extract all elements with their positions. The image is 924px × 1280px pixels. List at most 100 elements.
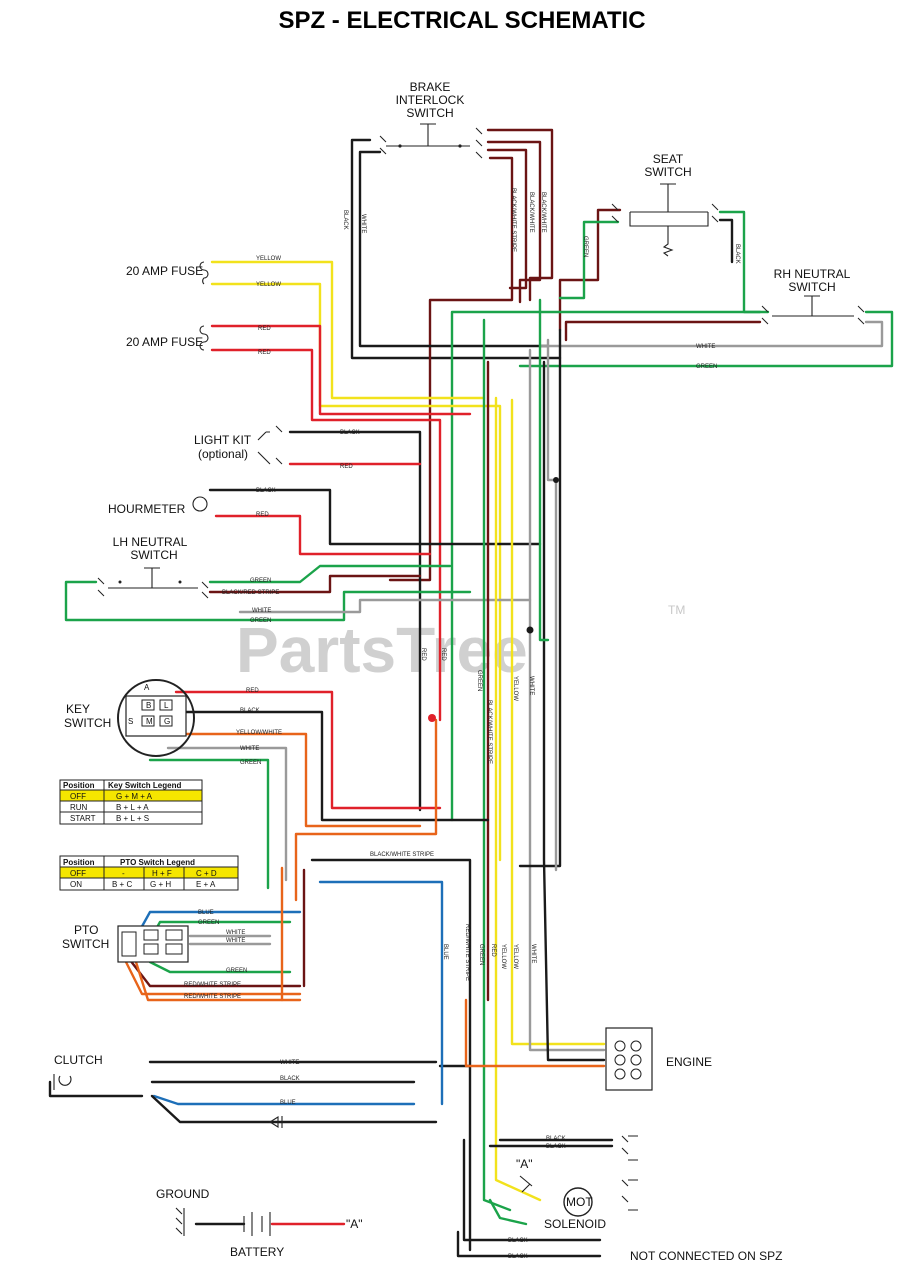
connector-marks [97, 127, 865, 599]
svg-text:WHITE: WHITE [528, 676, 534, 695]
svg-text:GREEN: GREEN [478, 944, 484, 965]
svg-text:20 AMP FUSE: 20 AMP FUSE [126, 264, 203, 278]
fuse-20amp-1: 20 AMP FUSE [126, 261, 209, 285]
svg-text:INTERLOCK: INTERLOCK [396, 93, 465, 107]
svg-text:YELLOW: YELLOW [512, 944, 518, 969]
svg-text:BRAKE: BRAKE [410, 80, 451, 94]
svg-text:BLACK: BLACK [340, 430, 360, 436]
svg-text:SWITCH: SWITCH [62, 937, 109, 951]
lh-neutral-switch: LH NEUTRAL SWITCH [108, 535, 198, 589]
key-switch-legend: Position Key Switch Legend OFF G + M + A… [59, 779, 203, 825]
svg-text:-: - [122, 869, 125, 878]
svg-text:BLACK/WHITE STRIPE: BLACK/WHITE STRIPE [510, 188, 516, 252]
svg-text:GREEN: GREEN [582, 236, 588, 257]
svg-text:SWITCH: SWITCH [406, 106, 453, 120]
svg-text:RED: RED [490, 944, 496, 957]
svg-text:YELLOW: YELLOW [500, 944, 506, 969]
svg-text:WHITE: WHITE [252, 608, 271, 614]
svg-text:OFF: OFF [70, 869, 86, 878]
svg-text:BLACK/WHITE STRIPE: BLACK/WHITE STRIPE [370, 852, 434, 858]
clutch: CLUTCH [53, 1053, 283, 1128]
svg-text:START: START [70, 814, 96, 823]
svg-text:LIGHT KIT: LIGHT KIT [194, 433, 252, 447]
engine: ENGINE [605, 1027, 712, 1091]
svg-text:Position: Position [63, 858, 95, 867]
svg-text:PTO: PTO [74, 923, 98, 937]
key-terminal-s: S [128, 717, 133, 726]
svg-text:GROUND: GROUND [156, 1187, 210, 1201]
wiring [48, 128, 894, 1258]
svg-text:YELLOW/WHITE: YELLOW/WHITE [236, 730, 282, 736]
svg-text:WHITE: WHITE [280, 1060, 299, 1066]
svg-text:BLACK: BLACK [508, 1254, 528, 1260]
svg-text:HOURMETER: HOURMETER [108, 502, 186, 516]
svg-text:WHITE: WHITE [226, 930, 245, 936]
svg-text:BLACK: BLACK [240, 708, 260, 714]
svg-text:C + D: C + D [196, 869, 217, 878]
svg-text:YELLOW: YELLOW [256, 282, 281, 288]
svg-text:NOT CONNECTED ON SPZ: NOT CONNECTED ON SPZ [630, 1249, 782, 1263]
svg-text:20 AMP FUSE: 20 AMP FUSE [126, 335, 203, 349]
fuse-20amp-2: 20 AMP FUSE [126, 325, 209, 351]
svg-text:RED/WHITE STRIPE: RED/WHITE STRIPE [464, 924, 470, 981]
svg-text:WHITE: WHITE [360, 214, 366, 233]
svg-text:BLUE: BLUE [442, 944, 448, 960]
svg-text:BLACK/RED STRIPE: BLACK/RED STRIPE [222, 590, 279, 596]
watermark: PartsTree [236, 614, 528, 686]
svg-text:BLACK: BLACK [546, 1144, 566, 1150]
svg-text:KEY: KEY [66, 702, 90, 716]
svg-text:RED/WHITE STRIPE: RED/WHITE STRIPE [184, 982, 241, 988]
junction-dots [428, 477, 559, 722]
svg-text:BLUE: BLUE [198, 910, 214, 916]
brake-interlock-switch: BRAKE INTERLOCK SWITCH [386, 80, 470, 148]
svg-text:SOLENOID: SOLENOID [544, 1217, 606, 1231]
svg-text:CLUTCH: CLUTCH [54, 1053, 103, 1067]
wire-labels: YELLOW YELLOW RED RED BLACK RED BLACK RE… [184, 188, 740, 1260]
svg-text:GREEN: GREEN [240, 760, 261, 766]
svg-text:PTO Switch Legend: PTO Switch Legend [120, 858, 195, 867]
svg-text:WHITE: WHITE [240, 746, 259, 752]
pto-switch: PTO SWITCH [62, 923, 189, 963]
svg-text:BLACK/WHITE: BLACK/WHITE [540, 192, 546, 233]
svg-text:ENGINE: ENGINE [666, 1055, 712, 1069]
svg-text:RED: RED [256, 512, 269, 518]
svg-text:B + L + A: B + L + A [116, 803, 149, 812]
svg-text:H + F: H + F [152, 869, 172, 878]
svg-text:BLACK: BLACK [342, 210, 348, 230]
svg-text:GREEN: GREEN [696, 364, 717, 370]
svg-text:YELLOW: YELLOW [256, 256, 281, 262]
svg-text:BLACK: BLACK [256, 488, 276, 494]
svg-text:B + L + S: B + L + S [116, 814, 149, 823]
bottom-components: "A" MOT SOLENOID NOT CONNECTED ON SPZ [516, 1135, 782, 1263]
svg-text:G + M + A: G + M + A [116, 792, 153, 801]
svg-text:BLACK/WHITE: BLACK/WHITE [528, 192, 534, 233]
svg-text:MOT: MOT [566, 1195, 593, 1209]
svg-text:(optional): (optional) [198, 447, 248, 461]
svg-text:RED/WHITE STRIPE: RED/WHITE STRIPE [184, 994, 241, 1000]
key-switch: KEY SWITCH A B L G S M [64, 679, 195, 757]
svg-text:BLACK/WHITE STRIPE: BLACK/WHITE STRIPE [486, 700, 492, 764]
svg-text:GREEN: GREEN [250, 578, 271, 584]
svg-text:RED: RED [340, 464, 353, 470]
svg-text:BLACK: BLACK [508, 1238, 528, 1244]
svg-text:BATTERY: BATTERY [230, 1245, 284, 1259]
key-terminal-a: A [144, 683, 150, 692]
page-title: SPZ - ELECTRICAL SCHEMATIC [278, 7, 645, 34]
rh-neutral-switch: RH NEUTRAL SWITCH [772, 267, 854, 317]
svg-text:GREEN: GREEN [226, 968, 247, 974]
svg-text:WHITE: WHITE [226, 938, 245, 944]
svg-text:BLUE: BLUE [280, 1100, 296, 1106]
light-kit: LIGHT KIT (optional) [194, 431, 271, 465]
key-terminal-b: B [146, 701, 151, 710]
svg-text:"A": "A" [516, 1157, 533, 1171]
pto-switch-legend: Position PTO Switch Legend OFF - H + F C… [59, 855, 239, 891]
svg-text:BLACK: BLACK [734, 244, 740, 264]
svg-text:RED: RED [258, 326, 271, 332]
svg-text:"A": "A" [346, 1217, 363, 1231]
trademark: TM [668, 603, 685, 617]
svg-text:ON: ON [70, 880, 82, 889]
svg-text:BLACK: BLACK [546, 1136, 566, 1142]
svg-text:GREEN: GREEN [198, 920, 219, 926]
svg-text:RH NEUTRAL: RH NEUTRAL [774, 267, 851, 281]
